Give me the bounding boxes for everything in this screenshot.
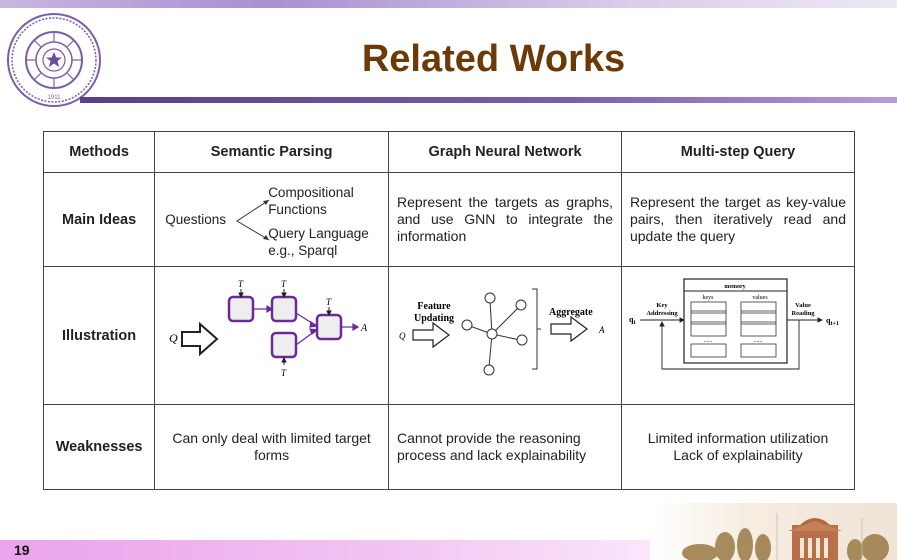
input-q-label: Q (399, 331, 406, 341)
footer-gradient-bar (0, 540, 650, 560)
module-box (227, 295, 255, 323)
gnn-weakness: Cannot provide the reasoning process and… (387, 404, 622, 490)
update-arrow-icon (412, 321, 450, 349)
gnn-illustration: Q Feature Updating Aggregate A (387, 266, 622, 405)
query-language-label-2: e.g., Sparql (268, 242, 338, 258)
multistep-weakness-line1: Limited information utilization (647, 430, 829, 446)
t-label: T (238, 279, 244, 289)
module-network-diagram: Q (169, 279, 368, 378)
keys-label: keys (702, 295, 714, 301)
input-q-label: Q (169, 331, 178, 345)
ellipsis: ...... (703, 338, 713, 344)
feature-updating-label-1: Feature (417, 301, 451, 312)
compositional-label-2: Functions (268, 201, 327, 217)
header-semantic-parsing: Semantic Parsing (154, 131, 389, 173)
memory-network-diagram: memory keys values ...... ...... qt Key … (629, 278, 839, 370)
branch-arrows-icon (236, 199, 270, 240)
values-label: values (752, 295, 768, 301)
tsinghua-seal-icon: 1911 (7, 13, 101, 107)
value-reading-label-2: Reading (791, 310, 815, 317)
top-gradient-bar (0, 0, 897, 8)
table-header-row: Methods Semantic Parsing Graph Neural Ne… (42, 131, 856, 173)
table-row-illustration: Illustration Q (42, 266, 856, 405)
bracket-icon (531, 288, 541, 370)
gnn-weakness-line1: Cannot provide the reasoning (396, 430, 581, 446)
gnn-diagram: Q Feature Updating Aggregate A (399, 288, 605, 376)
key-addressing-label-2: Addressing (646, 310, 678, 317)
module-box (270, 295, 298, 323)
aggregate-arrow-icon (550, 315, 588, 343)
multistep-weakness: Limited information utilization Lack of … (620, 404, 856, 490)
output-a-label: A (598, 325, 605, 335)
memory-label: memory (724, 284, 745, 290)
header-graph-neural-network: Graph Neural Network (387, 131, 622, 173)
t-label: T (326, 297, 332, 307)
campus-building-image (650, 503, 897, 560)
aggregate-label: Aggregate (549, 307, 593, 318)
module-box (270, 331, 298, 359)
header-multi-step-query: Multi-step Query (620, 131, 856, 173)
q-out-label: qt+1 (826, 316, 839, 327)
key-addressing-label-1: Key (656, 302, 668, 309)
questions-label: Questions (165, 211, 226, 227)
module-box (315, 313, 343, 341)
related-works-table: Methods Semantic Parsing Graph Neural Ne… (42, 131, 856, 490)
query-language-label-1: Query Language (268, 225, 369, 241)
table-row-main-ideas: Main Ideas Questions Compositional Funct… (42, 172, 856, 267)
semantic-parsing-weakness: Can only deal with limited target forms (154, 404, 389, 490)
q-in-label: qt (629, 315, 635, 326)
multistep-main-idea: Represent the target as key-value pairs,… (620, 172, 856, 267)
t-label: T (281, 279, 287, 289)
t-label: T (281, 368, 287, 378)
table-row-weaknesses: Weaknesses Can only deal with limited ta… (42, 404, 856, 490)
gnn-weakness-line2: process and lack explainability (396, 447, 587, 463)
big-arrow-icon (181, 321, 219, 357)
svg-text:1911: 1911 (48, 95, 62, 101)
page-title: Related Works (361, 38, 626, 80)
output-a-label: A (360, 323, 368, 334)
row-label-weaknesses: Weaknesses (42, 404, 156, 490)
gnn-main-idea: Represent the targets as graphs, and use… (387, 172, 622, 267)
semantic-parsing-illustration: Q (154, 266, 389, 405)
multistep-illustration: memory keys values ...... ...... qt Key … (620, 266, 856, 405)
ellipsis: ...... (753, 338, 763, 344)
feature-updating-label-2: Updating (414, 313, 454, 324)
page-number: 19 (14, 542, 30, 558)
row-label-illustration: Illustration (42, 266, 156, 405)
multistep-weakness-line2: Lack of explainability (673, 447, 803, 463)
header-methods: Methods (42, 131, 156, 173)
title-underline (80, 97, 897, 103)
compositional-label-1: Compositional (268, 184, 354, 200)
value-reading-label-1: Value (795, 302, 811, 309)
row-label-main-ideas: Main Ideas (42, 172, 156, 267)
semantic-parsing-main-idea: Questions Compositional Functions Query … (154, 172, 389, 267)
